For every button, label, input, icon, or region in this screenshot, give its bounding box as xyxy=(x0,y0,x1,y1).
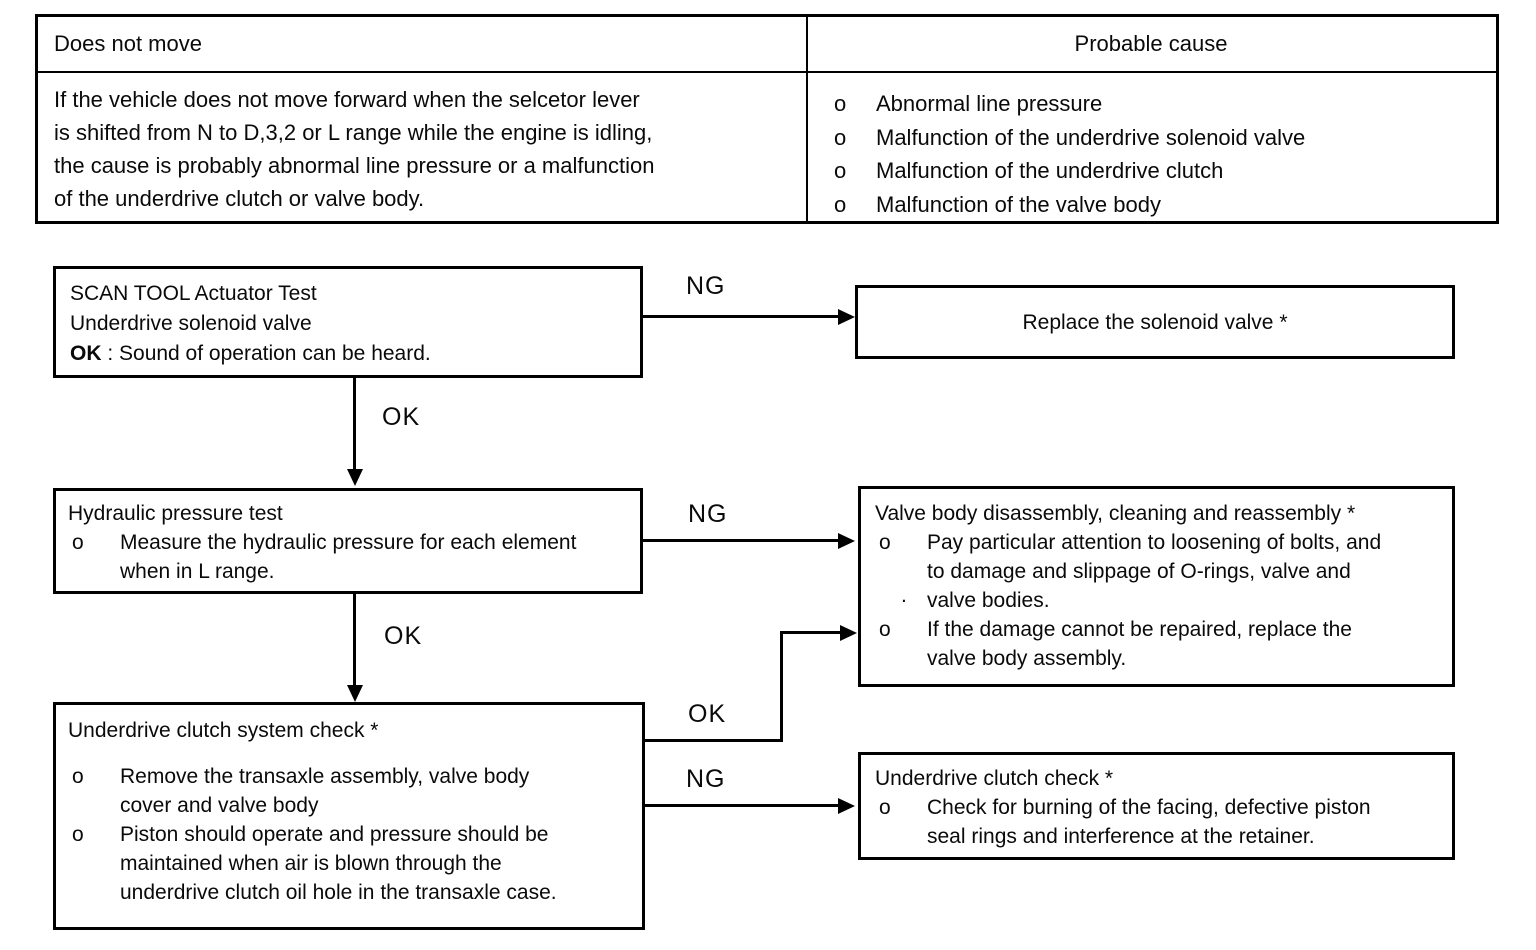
bullet-marker: o xyxy=(879,796,891,819)
bullet-marker: o xyxy=(879,531,891,554)
ok-arrowhead-1 xyxy=(347,469,363,486)
valve-body-bullet-1-text: Pay particular attention to loosening of… xyxy=(927,531,1382,612)
ng-connector-1 xyxy=(643,315,840,318)
underdrive-check-bullet-text: Check for burning of the facing, defecti… xyxy=(927,796,1371,848)
bullet-marker: o xyxy=(72,765,84,788)
ng-connector-2 xyxy=(643,539,840,542)
bullet-marker: o xyxy=(834,124,847,150)
symptom-header: Does not move xyxy=(54,31,202,56)
cause-text: Malfunction of the valve body xyxy=(876,191,1161,217)
underdrive-system-bullet-2: o Piston should operate and pressure sho… xyxy=(68,820,630,907)
cause-text: Malfunction of the underdrive solenoid v… xyxy=(876,124,1306,150)
underdrive-system-bullet-2-text: Piston should operate and pressure shoul… xyxy=(120,823,557,904)
cause-item: o Abnormal line pressure xyxy=(832,87,1492,121)
symptom-description: If the vehicle does not move forward whe… xyxy=(54,87,655,211)
ng-label-2: NG xyxy=(688,500,728,528)
scan-tool-test-box: SCAN TOOL Actuator Test Underdrive solen… xyxy=(53,266,643,378)
bullet-marker: o xyxy=(72,823,84,846)
underdrive-clutch-system-check-box: Underdrive clutch system check * o Remov… xyxy=(53,702,645,930)
table-header-divider xyxy=(38,71,1496,73)
valve-body-bullet-2-text: If the damage cannot be repaired, replac… xyxy=(927,618,1352,670)
cause-text: Malfunction of the underdrive clutch xyxy=(876,158,1224,183)
ok-arrowhead-2 xyxy=(347,685,363,702)
ok-connector-3-upper xyxy=(780,631,842,634)
cause-text: Abnormal line pressure xyxy=(876,91,1103,116)
replace-solenoid-valve-text: Replace the solenoid valve * xyxy=(1022,310,1288,334)
scan-tool-ok-line: OK : Sound of operation can be heard. xyxy=(70,339,626,369)
spacer xyxy=(68,745,630,762)
ng-arrowhead-1 xyxy=(838,309,855,325)
ok-arrowhead-3 xyxy=(840,625,857,641)
ok-criterion-label: OK xyxy=(70,342,102,365)
table-column-divider xyxy=(806,17,808,221)
scan-artifact-period: . xyxy=(901,584,907,607)
valve-body-disassembly-box: Valve body disassembly, cleaning and rea… xyxy=(858,486,1455,687)
cause-item: o Malfunction of the underdrive solenoid… xyxy=(832,121,1492,155)
hydraulic-bullet: o Measure the hydraulic pressure for eac… xyxy=(68,528,628,586)
ng-label-1: NG xyxy=(686,272,726,300)
ok-label-2: OK xyxy=(384,622,423,650)
ng-arrowhead-2 xyxy=(838,533,855,549)
bullet-marker: o xyxy=(834,191,847,217)
hydraulic-pressure-test-box: Hydraulic pressure test o Measure the hy… xyxy=(53,488,643,594)
underdrive-system-bullet-1-text: Remove the transaxle assembly, valve bod… xyxy=(120,765,530,817)
symptom-cause-table: Does not move Probable cause If the vehi… xyxy=(35,14,1499,224)
valve-body-bullet-2: o If the damage cannot be repaired, repl… xyxy=(875,615,1438,673)
bullet-marker: o xyxy=(834,158,847,183)
bullet-marker: o xyxy=(834,91,847,116)
hydraulic-title: Hydraulic pressure test xyxy=(68,502,283,525)
underdrive-clutch-check-box: Underdrive clutch check * o Check for bu… xyxy=(858,752,1455,860)
underdrive-check-bullet: o Check for burning of the facing, defec… xyxy=(875,793,1438,851)
ng-label-3: NG xyxy=(686,765,726,793)
probable-cause-list: o Abnormal line pressure o Malfunction o… xyxy=(832,87,1492,221)
hydraulic-bullet-text: Measure the hydraulic pressure for each … xyxy=(120,531,577,583)
underdrive-system-bullet-1: o Remove the transaxle assembly, valve b… xyxy=(68,762,630,820)
ok-label-3: OK xyxy=(688,700,727,728)
cause-item: o Malfunction of the underdrive clutch xyxy=(832,154,1492,188)
ok-criterion-text: : Sound of operation can be heard. xyxy=(101,342,431,365)
underdrive-check-title: Underdrive clutch check * xyxy=(875,767,1114,790)
valve-body-bullet-1: o Pay particular attention to loosening … xyxy=(875,528,1438,615)
ng-connector-3 xyxy=(645,804,840,807)
ok-label-1: OK xyxy=(382,403,421,431)
underdrive-system-title: Underdrive clutch system check * xyxy=(68,719,379,742)
ok-connector-2 xyxy=(353,594,356,686)
cause-item: o Malfunction of the valve body xyxy=(832,188,1492,222)
ok-connector-3-riser xyxy=(780,631,783,742)
scan-tool-line1: SCAN TOOL Actuator Test xyxy=(70,282,317,305)
replace-solenoid-valve-box: Replace the solenoid valve * xyxy=(855,285,1455,359)
scan-tool-line2: Underdrive solenoid valve xyxy=(70,312,312,335)
ng-arrowhead-3 xyxy=(838,798,855,814)
valve-body-title: Valve body disassembly, cleaning and rea… xyxy=(875,502,1356,525)
probable-cause-header: Probable cause xyxy=(1074,31,1228,56)
bullet-marker: o xyxy=(72,531,84,554)
bullet-marker: o xyxy=(879,618,891,641)
ok-connector-3-lower xyxy=(645,739,783,742)
ok-connector-1 xyxy=(353,378,356,470)
